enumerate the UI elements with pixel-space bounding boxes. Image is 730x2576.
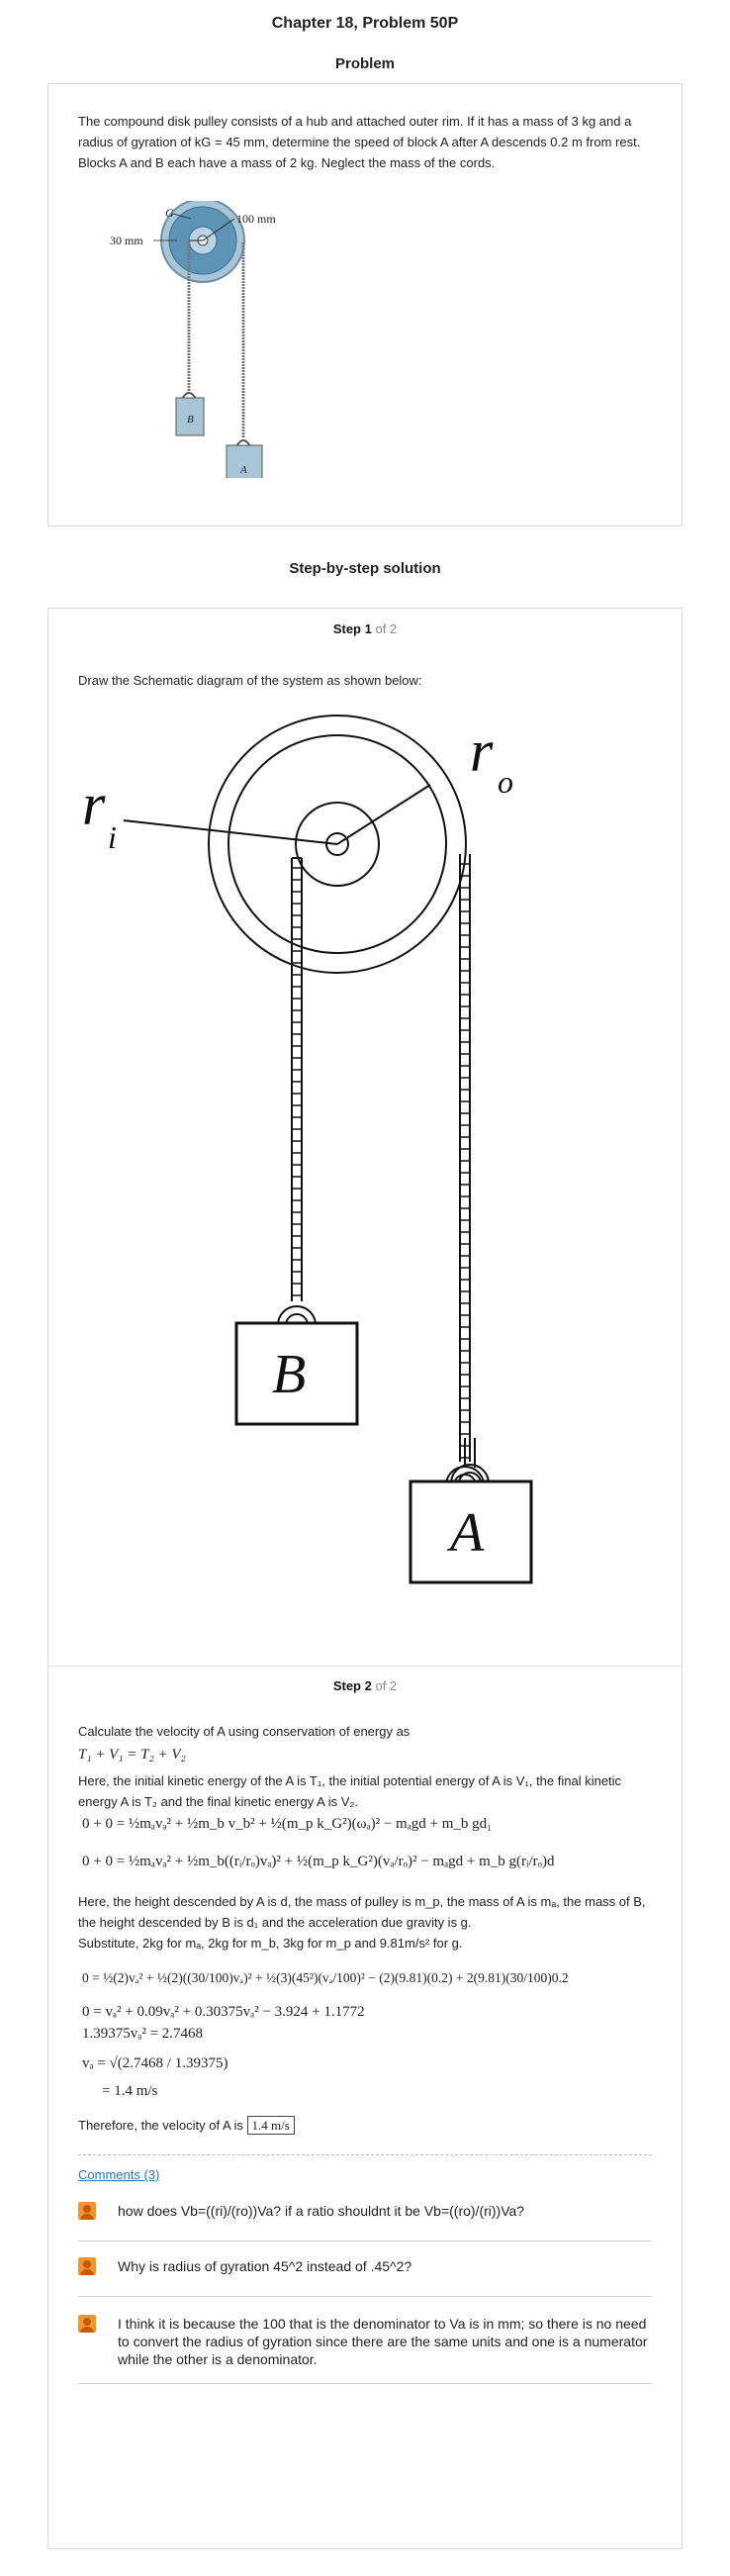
block-a — [226, 444, 263, 478]
block-a-label: A — [239, 464, 247, 476]
problem-text: The compound disk pulley consists of a h… — [48, 84, 682, 173]
schematic-block-a — [409, 1479, 533, 1584]
schematic-block-b — [234, 1321, 359, 1426]
step-1-header: Step 1 of 2 — [48, 609, 682, 639]
label-ro-sub: o — [498, 764, 513, 800]
solution-heading: Step-by-step solution — [289, 560, 441, 577]
step-2-of: of 2 — [375, 1678, 398, 1693]
conclusion: Therefore, the velocity of A is 1.4 m/s — [78, 2115, 295, 2136]
schematic-block-a-svg: A — [409, 1438, 533, 1584]
schematic-block-b-label: B — [272, 1344, 306, 1405]
problem-figure: B A G 100 mm 30 mm — [110, 201, 276, 478]
comments-link[interactable]: Comments (3) — [78, 2167, 160, 2182]
problem-heading: Problem — [334, 55, 395, 72]
equation-6: vₐ = √(2.7468 / 1.39375) — [82, 2055, 228, 2071]
avatar-icon — [78, 2202, 96, 2220]
schematic-block-a-label: A — [446, 1502, 485, 1564]
conclusion-text: Therefore, the velocity of A is — [78, 2118, 243, 2133]
block-b-label: B — [187, 414, 194, 426]
label-30mm: 30 mm — [110, 234, 143, 247]
step-1-of: of 2 — [375, 621, 398, 636]
equation-4: 0 = vₐ² + 0.09vₐ² + 0.30375vₐ² − 3.924 +… — [82, 2004, 365, 2020]
equation-5: 1.39375vₐ² = 2.7468 — [82, 2026, 204, 2042]
comment-text: I think it is because the 100 that is th… — [118, 2316, 648, 2368]
step-1: Step 1 of 2 Draw the Schematic diagram o… — [48, 609, 682, 1666]
equation-2: 0 + 0 = ½mₐvₐ² + ½m_b((rᵢ/rₒ)vₐ)² + ½(m_… — [82, 1854, 555, 1869]
schematic-figure: r o r i B — [82, 715, 513, 1481]
avatar-icon — [78, 2315, 96, 2333]
step-2-line1: Calculate the velocity of A using conser… — [78, 1724, 411, 1739]
comment-text: how does Vb=((ri)/(ro))Va? if a ratio sh… — [118, 2203, 525, 2219]
step-2: Step 2 of 2 Calculate the velocity of A … — [48, 1666, 682, 2384]
comment-text: Why is radius of gyration 45^2 instead o… — [118, 2258, 412, 2274]
label-ri-sub: i — [108, 819, 117, 855]
label-g: G — [165, 206, 174, 220]
comments-divider — [78, 2154, 652, 2155]
comment-item: how does Vb=((ri)/(ro))Va? if a ratio sh… — [78, 2200, 652, 2242]
step-1-label: Step 1 — [332, 621, 372, 636]
equation-1: 0 + 0 = ½mₐvₐ² + ½m_b v_b² + ½(m_p k_G²)… — [82, 1816, 493, 1832]
block-b — [175, 397, 205, 436]
comment-item: Why is radius of gyration 45^2 instead o… — [78, 2255, 652, 2297]
schematic-rim-circle — [228, 734, 447, 954]
step-2-label: Step 2 — [332, 1678, 372, 1693]
comment-item: I think it is because the 100 that is th… — [78, 2313, 652, 2384]
cord-b — [291, 857, 303, 1301]
label-ro: r — [470, 718, 494, 784]
label-100mm: 100 mm — [236, 212, 276, 226]
step-1-text: Draw the Schematic diagram of the system… — [78, 673, 422, 688]
label-ri: r — [82, 772, 106, 837]
step-2-line3: Here, the height descended by A is d, th… — [78, 1894, 646, 1931]
step-divider — [48, 1666, 682, 1667]
schematic-outer-circle — [208, 715, 467, 974]
energy-equation: T₁ + V₁ = T₂ + V₂ — [78, 1747, 186, 1763]
step-2-header: Step 2 of 2 — [48, 1666, 682, 1696]
step-2-line2: Here, the initial kinetic energy of the … — [78, 1773, 622, 1810]
schematic-hub-circle — [295, 802, 380, 887]
step-2-line4: Substitute, 2kg for mₐ, 2kg for m_b, 3kg… — [78, 1936, 463, 1951]
equation-3: 0 = ½(2)vₐ² + ½(2)((30/100)vₐ)² + ½(3)(4… — [82, 1970, 569, 1985]
solution-card: Step 1 of 2 Draw the Schematic diagram o… — [47, 608, 683, 2549]
cord-a — [459, 854, 471, 1462]
problem-statement: The compound disk pulley consists of a h… — [78, 114, 641, 170]
equation-7: = 1.4 m/s — [102, 2083, 158, 2099]
answer-box: 1.4 m/s — [246, 2116, 295, 2135]
page-title: Chapter 18, Problem 50P — [271, 15, 459, 32]
problem-card: The compound disk pulley consists of a h… — [47, 83, 683, 526]
avatar-icon — [78, 2257, 96, 2275]
